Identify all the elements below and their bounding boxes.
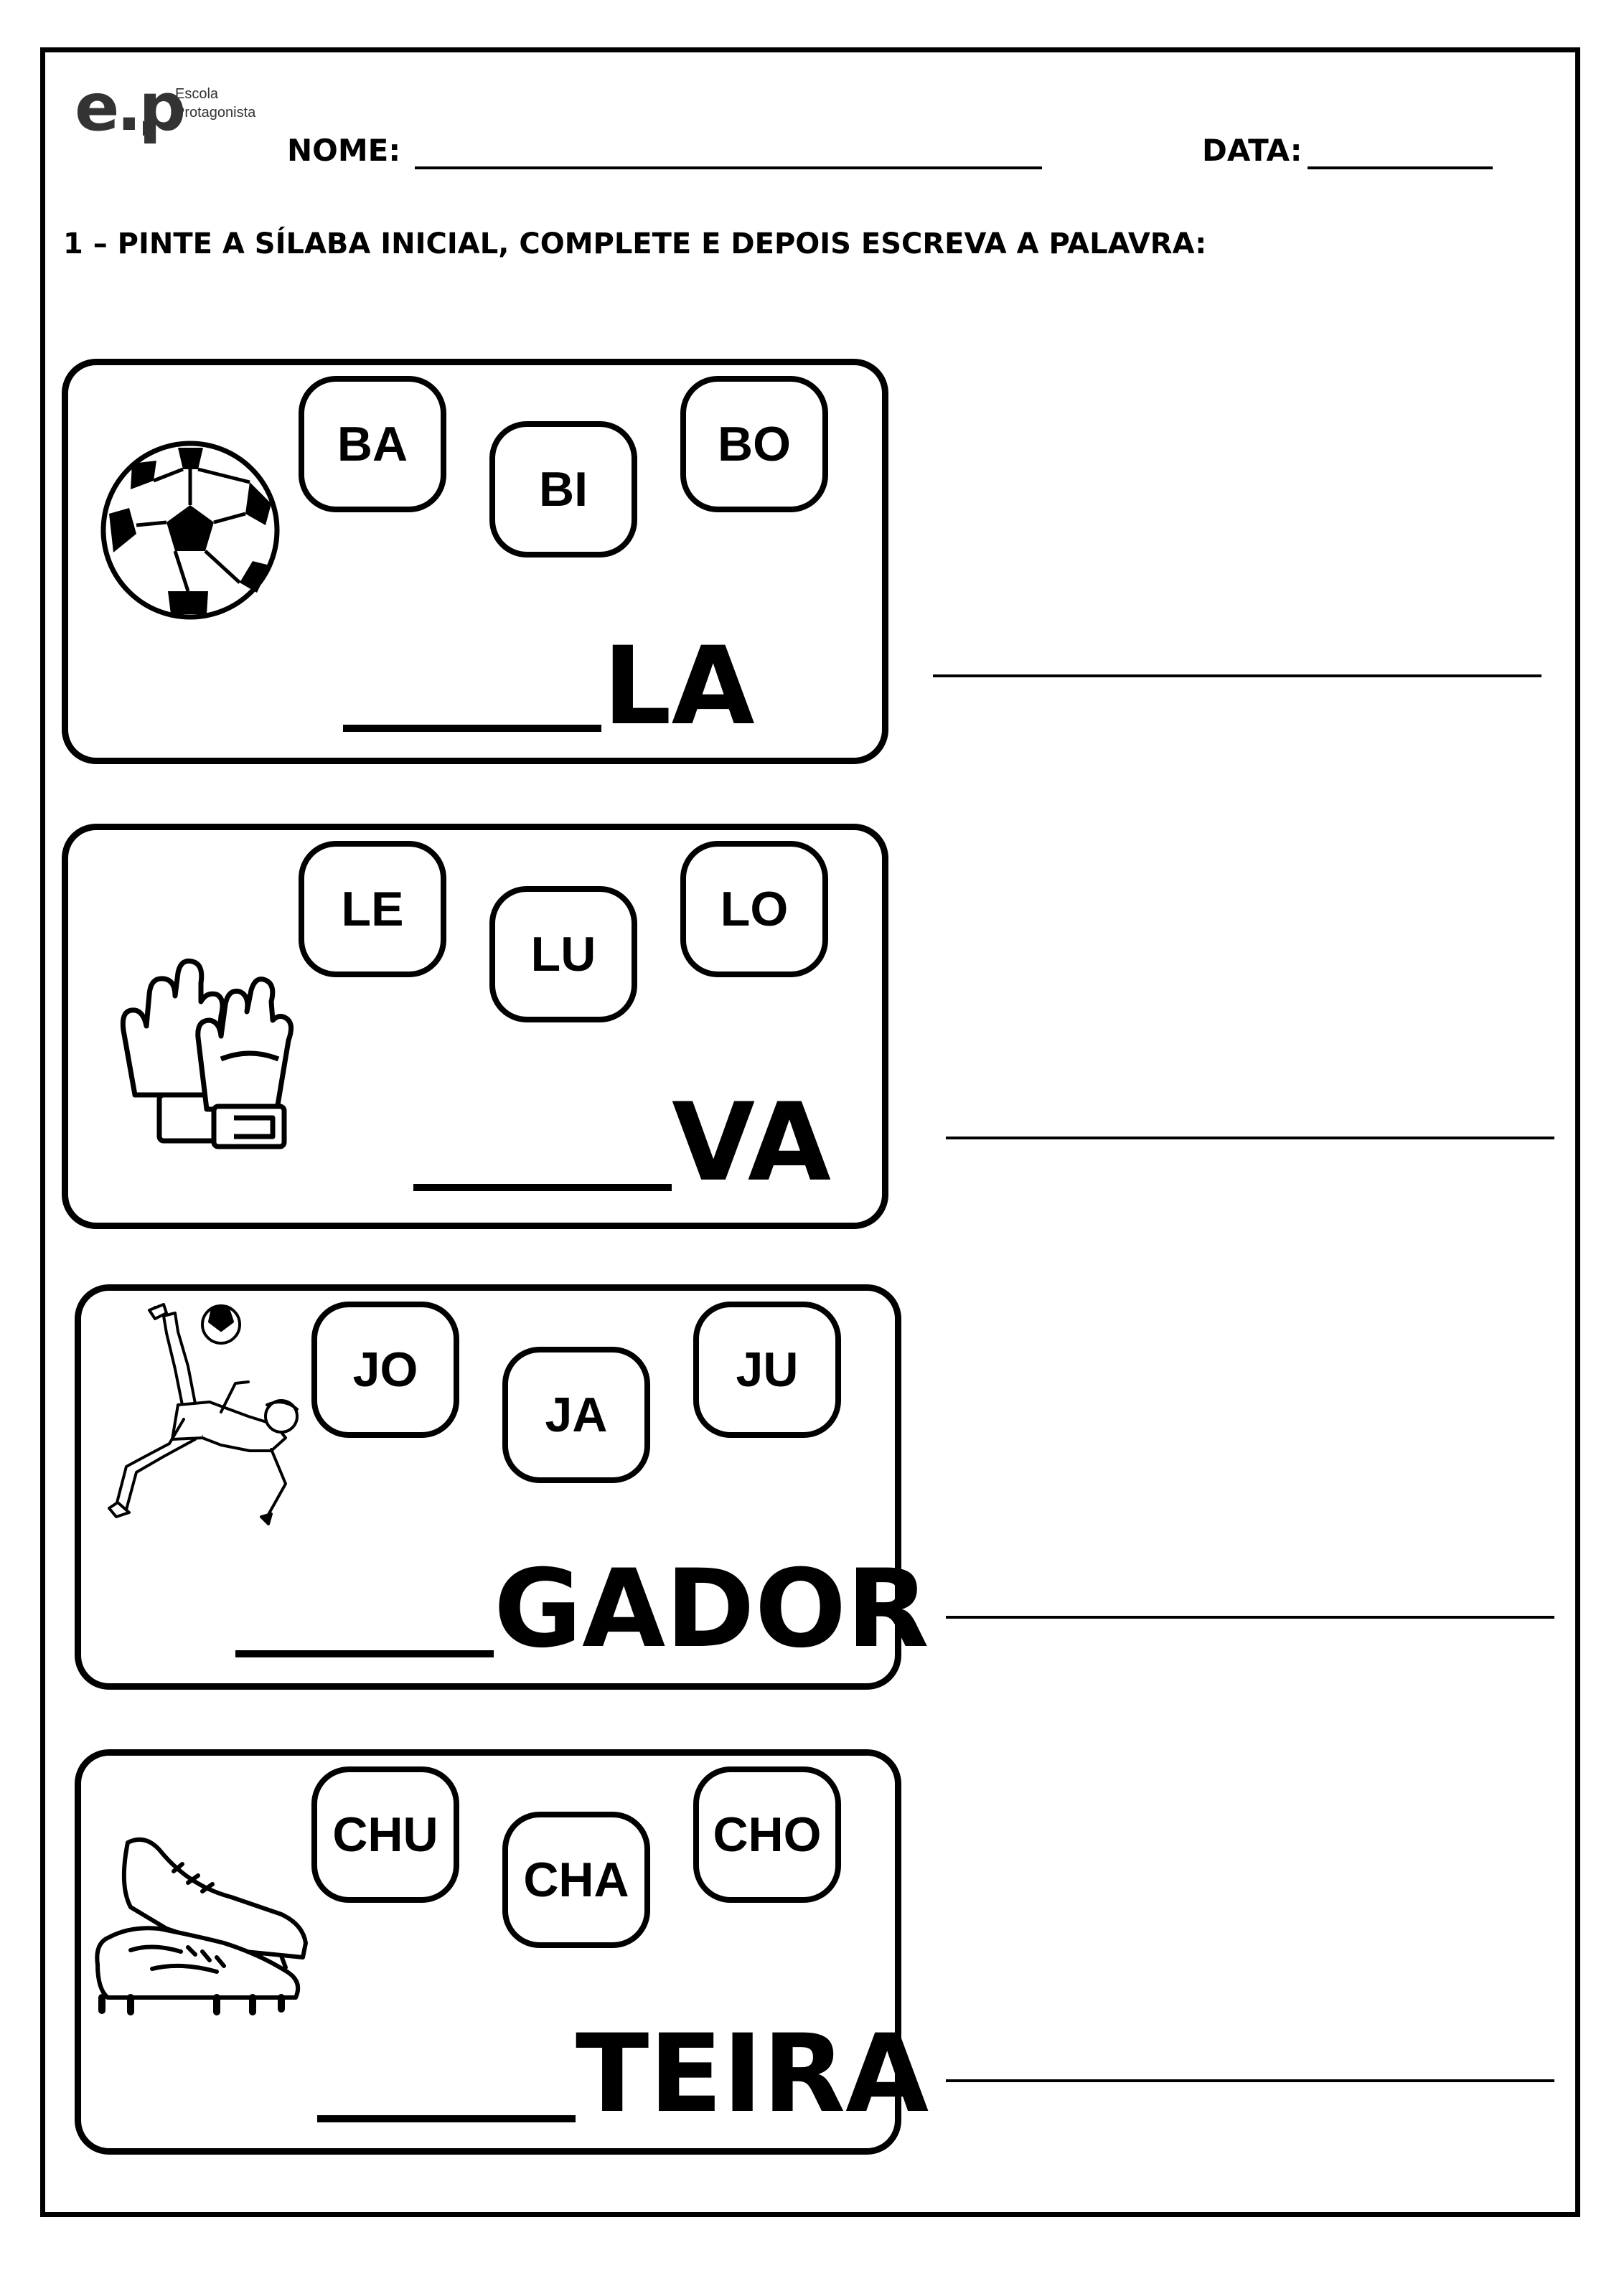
exercise-card-4 <box>75 1749 901 2155</box>
syllable-button[interactable]: LU <box>489 886 637 1022</box>
exercise-card-2 <box>62 824 888 1229</box>
syllable-blank[interactable] <box>317 2115 576 2122</box>
soccer-cleats-icon <box>95 1837 308 2015</box>
syllable-blank[interactable] <box>413 1184 672 1191</box>
syllable-blank[interactable] <box>343 725 601 732</box>
exercise-card-1 <box>62 359 888 764</box>
syllable-button[interactable]: JU <box>693 1302 841 1438</box>
name-field[interactable] <box>415 166 1042 169</box>
syllable-button[interactable]: JA <box>502 1347 650 1483</box>
answer-line[interactable] <box>946 1137 1554 1139</box>
answer-line[interactable] <box>933 674 1541 677</box>
syllable-button[interactable]: CHU <box>311 1766 459 1903</box>
answer-line[interactable] <box>946 1616 1554 1619</box>
logo-text: Escola Protagonista <box>175 85 255 122</box>
logo-line-1: Escola <box>175 86 219 102</box>
word-suffix: GADOR <box>494 1547 929 1672</box>
syllable-blank[interactable] <box>235 1650 494 1657</box>
logo-line-2: Protagonista <box>175 105 256 121</box>
word-suffix: LA <box>603 624 755 749</box>
syllable-button[interactable]: LE <box>299 841 446 977</box>
goalkeeper-gloves-icon <box>120 958 294 1149</box>
word-suffix: TEIRA <box>576 2012 929 2137</box>
syllable-button[interactable]: BA <box>299 376 446 512</box>
school-logo: e.p Escola Protagonista <box>75 75 290 154</box>
exercise-card-3 <box>75 1284 901 1690</box>
date-field[interactable] <box>1308 166 1493 169</box>
syllable-button[interactable]: CHA <box>502 1812 650 1948</box>
syllable-button[interactable]: BI <box>489 421 637 557</box>
name-label: NOME: <box>287 133 401 168</box>
page-border <box>40 47 1580 2217</box>
syllable-button[interactable]: CHO <box>693 1766 841 1903</box>
soccer-ball-icon <box>100 441 280 620</box>
syllable-button[interactable]: LO <box>680 841 828 977</box>
logo-mark: e.p <box>75 69 186 146</box>
syllable-button[interactable]: BO <box>680 376 828 512</box>
date-label: DATA: <box>1202 133 1303 168</box>
answer-line[interactable] <box>946 2079 1554 2082</box>
syllable-button[interactable]: JO <box>311 1302 459 1438</box>
word-suffix: VA <box>672 1081 831 1205</box>
soccer-player-icon <box>108 1303 299 1525</box>
instruction-text: 1 – PINTE A SÍLABA INICIAL, COMPLETE E D… <box>63 227 1207 260</box>
cursor-icon <box>143 121 156 138</box>
